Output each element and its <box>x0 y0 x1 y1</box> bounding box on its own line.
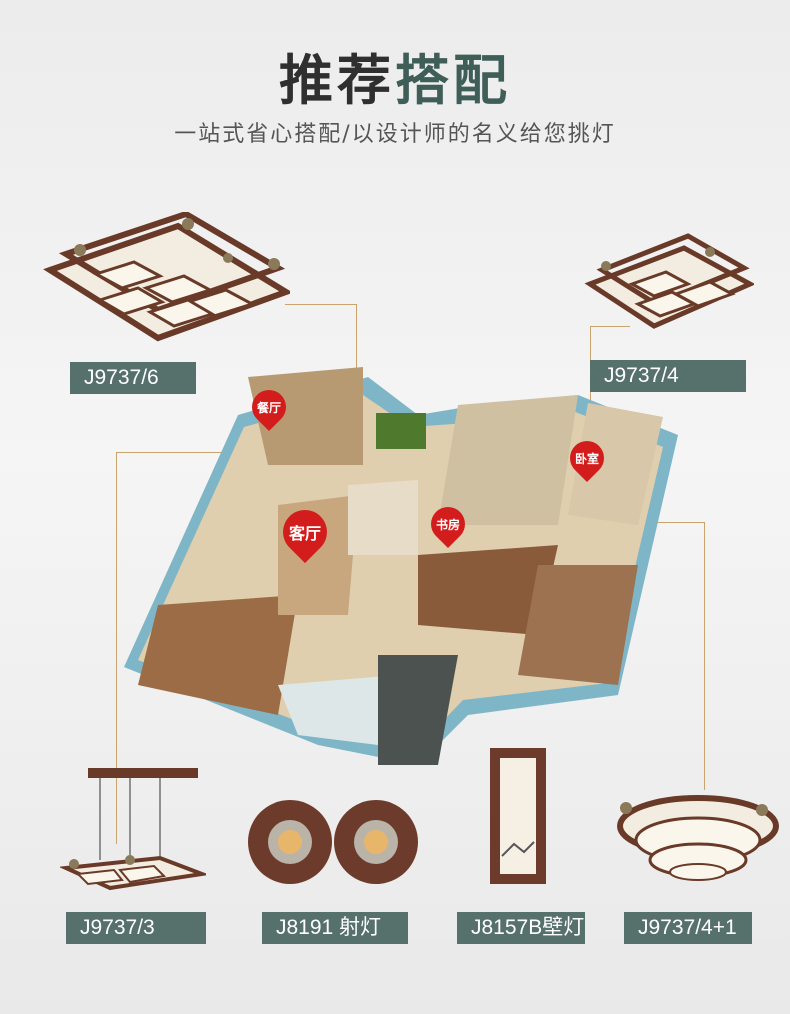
connector-line <box>630 522 705 523</box>
room-pin-living: 客厅 <box>273 500 337 564</box>
wall-lamp-image <box>490 748 546 884</box>
ceiling-lamp-6-image <box>43 212 290 342</box>
pendant-lamp-3-image <box>60 768 206 891</box>
title-part1: 推荐 <box>279 49 395 112</box>
room-pin-dining: 餐厅 <box>244 382 294 432</box>
page-subtitle: 一站式省心搭配/以设计师的名义给您挑灯 <box>174 122 616 147</box>
connector-line <box>116 452 117 844</box>
product-label-j9737-4plus1: J9737/4+1 <box>624 912 752 944</box>
room-pin-bedroom: 卧室 <box>562 433 612 483</box>
product-label-j8191: J8191 射灯 <box>262 912 408 944</box>
connector-line <box>590 326 630 327</box>
ceiling-lamp-4-plus-1-image <box>617 795 779 881</box>
spotlight-image <box>248 800 418 884</box>
page-title: 推荐搭配 <box>0 48 790 114</box>
connector-line <box>116 452 291 453</box>
connector-line <box>285 304 357 305</box>
title-part2: 搭配 <box>395 49 511 112</box>
connector-line <box>704 522 705 790</box>
product-label-j9737-6: J9737/6 <box>70 362 196 394</box>
floor-plan-image <box>124 367 678 765</box>
ceiling-lamp-4-image <box>584 233 754 329</box>
product-label-j9737-4: J9737/4 <box>590 360 746 392</box>
room-pin-study: 书房 <box>423 499 473 549</box>
product-label-j8157b: J8157B壁灯 <box>457 912 585 944</box>
product-label-j9737-3: J9737/3 <box>66 912 206 944</box>
